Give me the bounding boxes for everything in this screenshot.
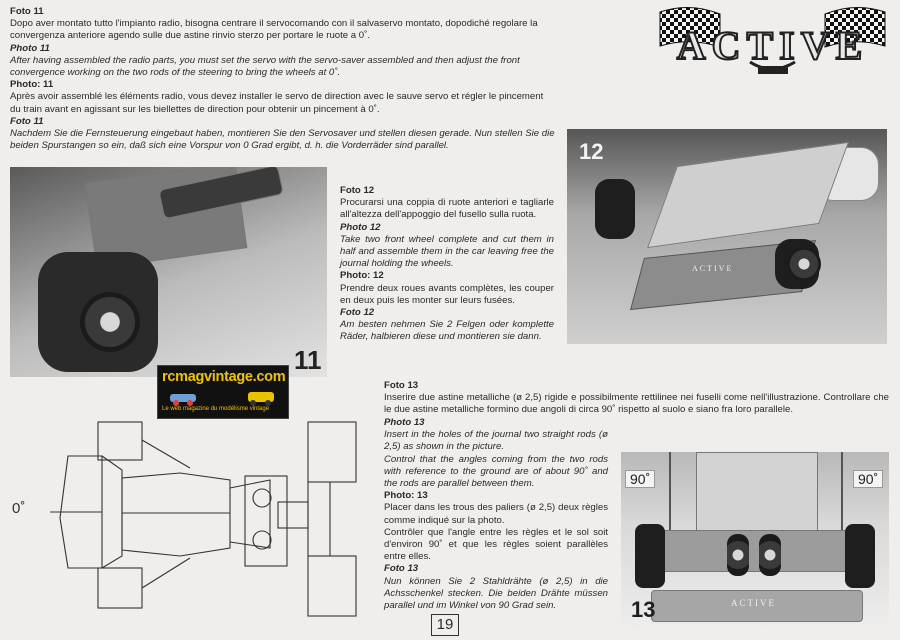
photo-12-chassis-badge: ACTIVE: [692, 264, 734, 273]
photo-13-heading-en: Photo 13: [384, 417, 425, 428]
photo-12-text-en: Take two front wheel complete and cut th…: [340, 233, 554, 270]
foto-13-text-it: Inserire due astine metalliche (ø 2,5) r…: [384, 392, 889, 416]
photo-11-text-fr: Après avoir assemblé les éléments radio,…: [10, 91, 544, 115]
photo-12: ACTIVE 12: [567, 129, 887, 344]
foto-11-heading-it: Foto 11: [10, 6, 44, 17]
photo-13-heading-fr: Photo: 13: [384, 490, 428, 502]
foto-13-heading-de: Foto 13: [384, 563, 419, 575]
photo-11-text-en: After having assembled the radio parts, …: [10, 54, 520, 79]
photo-11: 11: [10, 167, 327, 377]
photo-12-heading-en: Photo 12: [340, 221, 381, 233]
photo-13-angle-right: 90˚: [853, 470, 884, 488]
foto-13-heading-it: Foto 13: [384, 380, 419, 391]
photo-12-heading-fr: Photo: 12: [340, 270, 384, 282]
photo-13-angle-left: 90˚: [625, 470, 656, 488]
rcmagvintage-watermark: rcmagvintage.com Le web magazine du modé…: [157, 365, 289, 419]
photo-13: ACTIVE 90˚ 90˚ 13: [621, 452, 889, 632]
section-12-text: Foto 12 Procurarsi una coppia di ruote a…: [340, 185, 554, 344]
foto-12-text-de: Am besten nehmen Sie 2 Felgen oder kompl…: [340, 319, 554, 343]
photo-11-number: 11: [294, 345, 322, 375]
foto-11-text-it: Dopo aver montato tutto l'impianto radio…: [10, 18, 538, 42]
photo-11-heading-fr: Photo: 11: [10, 79, 54, 91]
photo-13-text-en-2: Control that the angles coming from the …: [384, 453, 608, 490]
page-number: 19: [431, 614, 459, 636]
foto-13-text-de: Nun können Sie 2 Stahldrähte (ø 2,5) in …: [384, 575, 608, 612]
photo-12-number: 12: [579, 139, 604, 164]
diagram-angle-label: 0˚: [12, 500, 26, 517]
foto-11-text-de: Nachdem Sie die Fernsteuerung eingebaut …: [10, 128, 555, 152]
chassis-top-view-diagram: [50, 421, 357, 617]
photo-13-number: 13: [631, 597, 656, 622]
foto-11-heading-de: Foto 11: [10, 115, 44, 127]
section-13-text-it: Foto 13 Inserire due astine metalliche (…: [384, 380, 889, 417]
foto-12-heading-it: Foto 12: [340, 185, 375, 196]
logo-wordmark: ACTIVE: [676, 22, 869, 69]
watermark-title: rcmagvintage.com: [162, 369, 286, 385]
foto-12-text-it: Procurarsi una coppia di ruote anteriori…: [340, 197, 554, 221]
checkered-flags-icon: [659, 7, 886, 74]
photo-13-chassis-badge: ACTIVE: [731, 598, 776, 608]
photo-13-text-en-1: Insert in the holes of the journal two s…: [384, 429, 608, 453]
photo-13-text-fr-2: Contrôler que l'angle entre les règles e…: [384, 526, 608, 563]
section-13-text-multi: Photo 13 Insert in the holes of the jour…: [384, 417, 608, 612]
foto-12-heading-de: Foto 12: [340, 307, 375, 319]
active-logo: ACTIVE: [650, 2, 895, 80]
photo-13-text-fr-1: Placer dans les trous des paliers (ø 2,5…: [384, 502, 608, 526]
section-11-text: Foto 11 Dopo aver montato tutto l'impian…: [10, 6, 555, 152]
photo-11-heading-en: Photo 11: [10, 42, 50, 54]
watermark-subtitle: Le web magazine du modélisme vintage: [162, 406, 270, 412]
photo-12-text-fr: Prendre deux roues avants complètes, les…: [340, 282, 554, 306]
rc-cars-icon: [170, 392, 274, 406]
